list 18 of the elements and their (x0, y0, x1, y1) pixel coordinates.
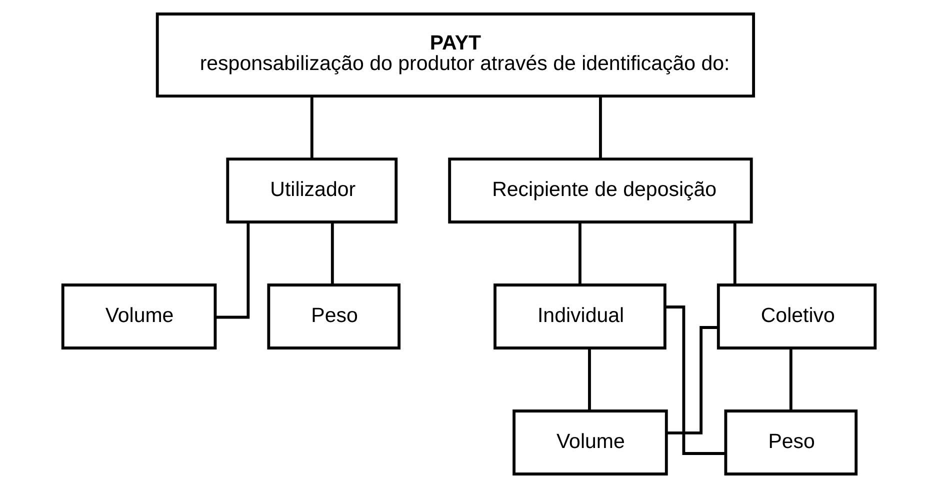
node-box: Peso (724, 410, 858, 476)
node-box: Volume (61, 284, 217, 350)
node-box: Utilizador (226, 158, 398, 224)
connector (215, 222, 250, 319)
node-box: Individual (494, 284, 666, 350)
node-box: Peso (267, 284, 401, 350)
connector (733, 222, 736, 285)
connector (666, 326, 718, 434)
connector (588, 348, 591, 411)
connector (578, 222, 582, 285)
connector (789, 348, 792, 411)
node-box: Volume (512, 410, 668, 476)
connector (310, 96, 314, 159)
node-box: PAYT responsabilização do produtor através de identificação do: (156, 12, 756, 98)
connector (330, 222, 334, 285)
node-box: Coletivo (716, 284, 877, 350)
node-box: Recipiente de deposição (448, 158, 753, 224)
connector (599, 96, 602, 159)
